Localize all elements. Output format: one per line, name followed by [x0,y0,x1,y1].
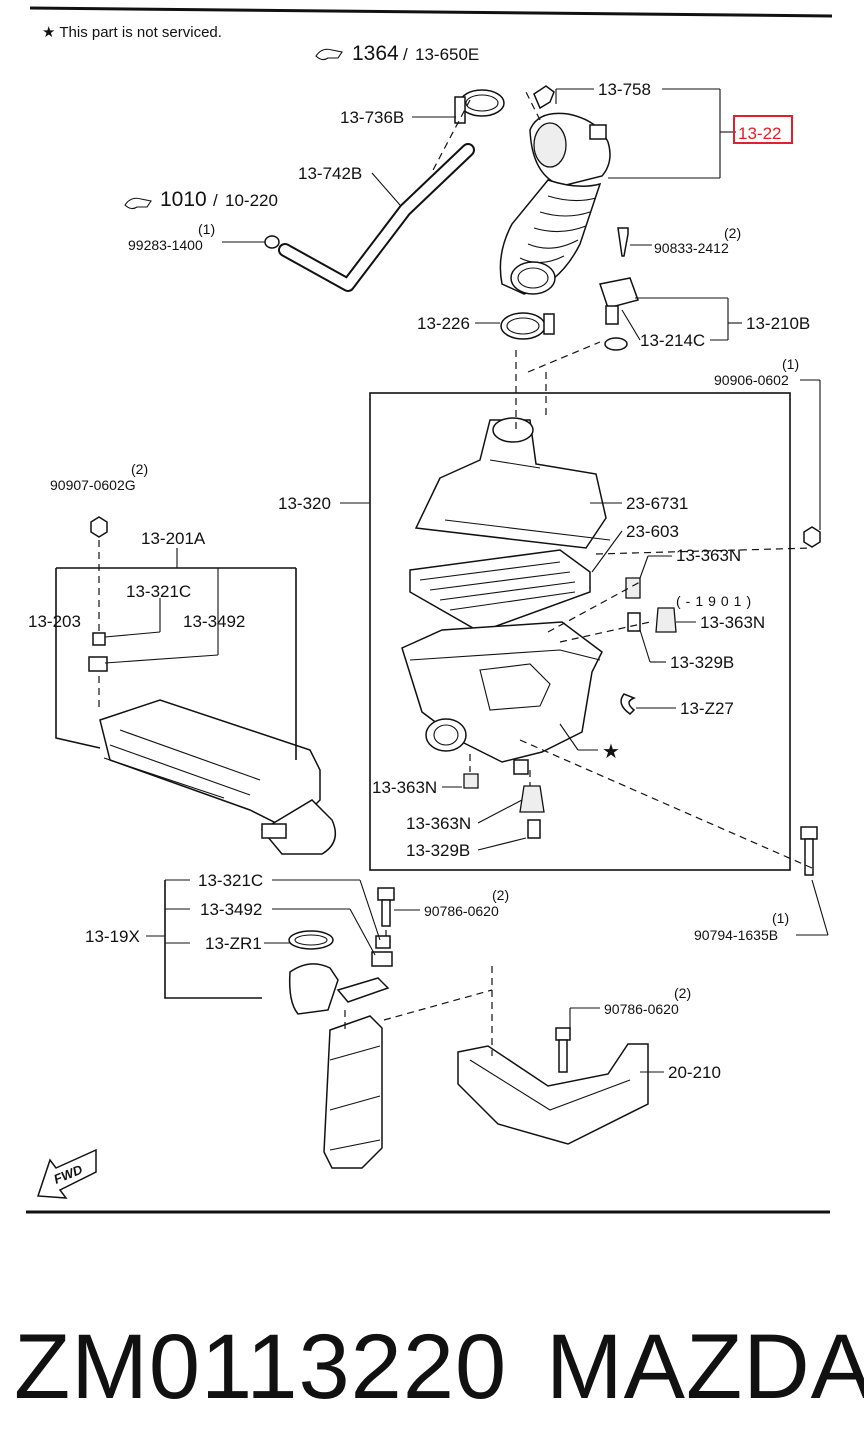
reference-arrow-icon [124,197,152,210]
label-13-3492-a: 13-3492 [183,612,245,631]
not-serviced-note: ★ This part is not serviced. [42,24,222,41]
label-23-6731: 23-6731 [626,494,688,513]
label-90907-0602G: 90907-0602G [50,477,136,493]
label-99283-1400: 99283-1400 [128,237,203,253]
air-inlet-duct [88,516,337,855]
label-13-3492-b: 13-3492 [200,900,262,919]
label-13-329B-b: 13-329B [406,841,470,860]
svg-text:1364: 1364 [352,42,399,65]
mounting-bracket [457,1027,649,1145]
label-13-363N-a: 13-363N [676,546,741,565]
label-13-19X: 13-19X [85,927,140,946]
footer-part-number: ZM0113220 [14,1316,507,1418]
date-range: (-1901) [676,593,756,609]
label-13-363N-b: 13-363N [700,613,765,632]
ref-1010: 1010 / 10-220 [124,188,278,211]
fwd-arrow: FWD [36,1148,97,1199]
qty-99283: (1) [198,221,215,237]
qty-90907: (2) [131,461,148,477]
label-13-201A: 13-201A [141,529,206,548]
label-13-758: 13-758 [598,80,651,99]
svg-text:13-650E: 13-650E [415,45,479,64]
label-13-321C-a: 13-321C [126,582,191,601]
label-13-22-highlighted[interactable]: 13-22 [738,124,781,143]
label-90786-0620-a: 90786-0620 [424,903,499,919]
qty-90786-b: (2) [674,985,691,1001]
label-13-321C-b: 13-321C [198,871,263,890]
label-90794-1635B: 90794-1635B [694,927,778,943]
label-13-214C: 13-214C [640,331,705,350]
air-cleaner [401,417,677,839]
svg-text:/: / [213,191,218,210]
label-13-Z27: 13-Z27 [680,699,734,718]
label-13-210B: 13-210B [746,314,810,333]
not-serviced-star: ★ [602,741,620,763]
label-13-320: 13-320 [278,494,331,513]
qty-90906: (1) [782,356,799,372]
label-13-203: 13-203 [28,612,81,631]
label-13-329B-a: 13-329B [670,653,734,672]
label-90906-0602: 90906-0602 [714,372,789,388]
qty-90833: (2) [724,225,741,241]
air-flow-sensor [599,227,639,351]
highlight-box [733,115,793,144]
label-13-ZR1: 13-ZR1 [205,934,262,953]
svg-text:1010: 1010 [160,188,207,211]
resonator-assembly [288,887,395,1169]
right-side-fasteners [800,526,821,876]
top-rule [29,6,833,18]
breather-hose [264,143,475,292]
label-13-363N-d: 13-363N [406,814,471,833]
reference-arrow-icon [315,48,343,61]
svg-text:/: / [403,45,408,64]
label-20-210: 20-210 [668,1063,721,1082]
footer-brand: MAZDA [546,1316,864,1418]
qty-90794: (1) [772,910,789,926]
intake-hose-assembly [454,85,611,340]
qty-90786-a: (2) [492,887,509,903]
label-13-742B: 13-742B [298,164,362,183]
label-13-226: 13-226 [417,314,470,333]
label-23-603: 23-603 [626,522,679,541]
air-cleaner-frame [369,392,791,871]
svg-text:10-220: 10-220 [225,191,278,210]
fwd-arrow-icon [36,1148,97,1199]
ref-1364: 1364 / 13-650E [315,42,479,65]
label-13-736B: 13-736B [340,108,404,127]
label-90833-2412: 90833-2412 [654,240,729,256]
label-13-363N-c: 13-363N [372,778,437,797]
label-90786-0620-b: 90786-0620 [604,1001,679,1017]
